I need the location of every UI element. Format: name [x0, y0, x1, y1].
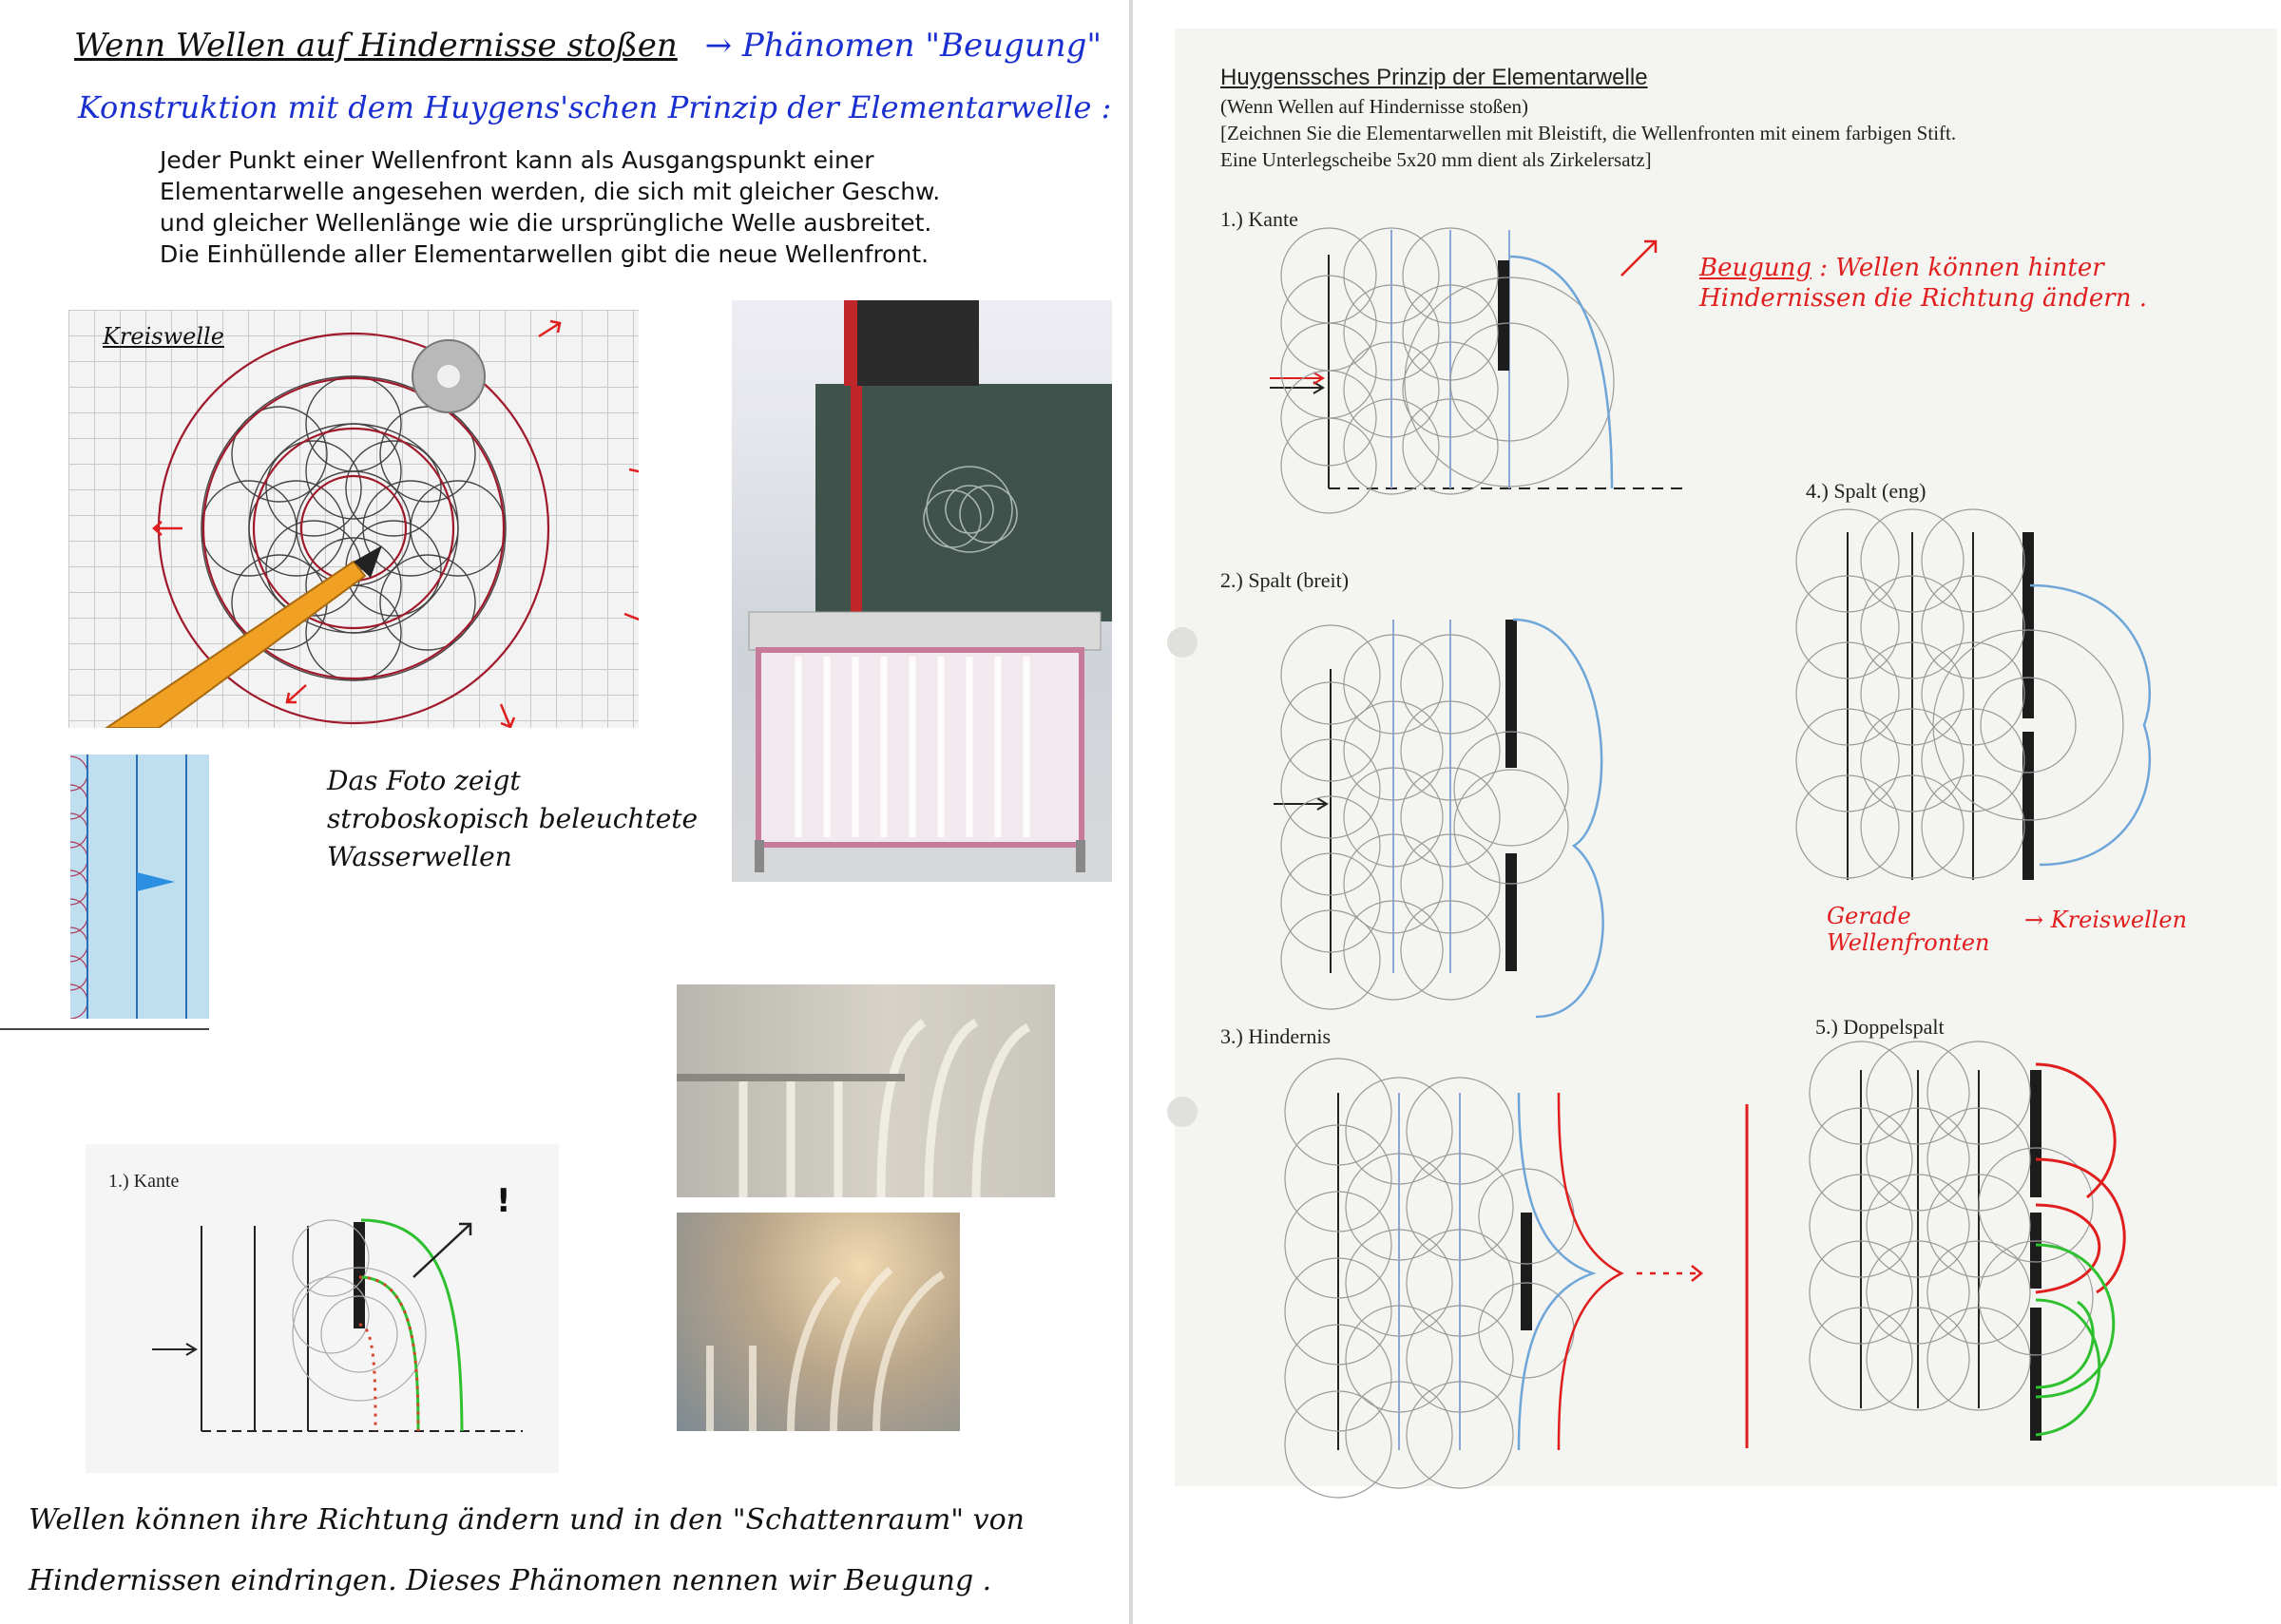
heading: Wenn Wellen auf Hindernisse stoßen → Phä… — [74, 27, 1102, 65]
diagram-edge — [1270, 255, 1688, 489]
worksheet-title: Huygenssches Prinzip der Elementarwelle — [1220, 65, 1648, 90]
caption-line: Das Foto zeigt — [327, 765, 521, 796]
note-diffraction-title: Beugung — [1699, 254, 1812, 282]
conclusion-line: Wellen können ihre Richtung ändern und i… — [29, 1503, 1025, 1537]
tank-drawing — [748, 300, 1102, 872]
principle-line: Die Einhüllende aller Elementarwellen gi… — [160, 240, 930, 268]
conclusion-line: Hindernissen eindringen. Dieses Phänomen… — [29, 1564, 992, 1597]
case-label-obstacle: 3.) Hindernis — [1220, 1024, 1332, 1048]
circle-wave-drawing — [105, 319, 639, 728]
worksheet-instructions-1: [Zeichnen Sie die Elementarwellen mit Bl… — [1220, 122, 1957, 144]
edge-diffraction-sketch: 1.) Kante ! — [86, 1144, 559, 1473]
worksheet: Huygenssches Prinzip der Elementarwelle … — [1167, 29, 2277, 1499]
caption-line: stroboskopisch beleuchtete — [327, 803, 699, 834]
heading-part1: Wenn Wellen auf Hindernisse stoßen — [74, 27, 678, 65]
edge-mark: ! — [496, 1182, 511, 1220]
note-circular-waves: → Kreiswellen — [2024, 907, 2188, 933]
case-label-narrow-slit: 4.) Spalt (eng) — [1806, 479, 1926, 503]
page-divider — [1129, 0, 1133, 1624]
conclusion-text: Wellen können ihre Richtung ändern und i… — [29, 1490, 1025, 1612]
worksheet-instructions-2: Eine Unterlegscheibe 5x20 mm dient als Z… — [1220, 148, 1652, 171]
principle-line: Elementarwelle angesehen werden, die sic… — [160, 178, 941, 205]
principle-text: Jeder Punkt einer Wellenfront kann als A… — [160, 144, 940, 270]
note-straight-fronts: Gerade Wellenfronten — [1827, 903, 1990, 956]
note-diffraction: Beugung : Wellen können hinter Hindernis… — [1699, 253, 2232, 314]
case-label-edge: 1.) Kante — [1220, 207, 1298, 231]
case-label-double-slit: 5.) Doppelspalt — [1815, 1015, 1945, 1039]
principle-line: und gleicher Wellenlänge wie die ursprün… — [160, 209, 932, 237]
sketch-underline — [0, 1028, 209, 1030]
worksheet-subtitle: (Wenn Wellen auf Hindernisse stoßen) — [1220, 95, 1528, 118]
principle-line: Jeder Punkt einer Wellenfront kann als A… — [160, 146, 874, 174]
chalkboard — [815, 384, 1112, 621]
note-diffraction-text: : Wellen können hinter Hindernissen die … — [1699, 254, 2147, 313]
water-wave-photo-2 — [677, 1213, 960, 1431]
ripple-tank-photo — [732, 300, 1112, 882]
worksheet-drawings — [1167, 227, 2152, 1499]
plane-wave-sketch — [70, 755, 209, 1019]
photo-label: Kreiswelle — [103, 323, 224, 350]
case-label-wide-slit: 2.) Spalt (breit) — [1220, 568, 1350, 592]
grid-paper-photo: Kreiswelle — [68, 310, 639, 728]
edge-label: 1.) Kante — [108, 1171, 180, 1192]
heading-phenomenon: → Phänomen "Beugung" — [704, 27, 1102, 65]
water-wave-photo-1 — [677, 984, 1055, 1197]
caption-line: Wasserwellen — [327, 841, 512, 872]
photo-caption: Das Foto zeigt stroboskopisch beleuchtet… — [327, 762, 698, 876]
construction-line: Konstruktion mit dem Huygens'schen Prinz… — [78, 89, 1112, 125]
